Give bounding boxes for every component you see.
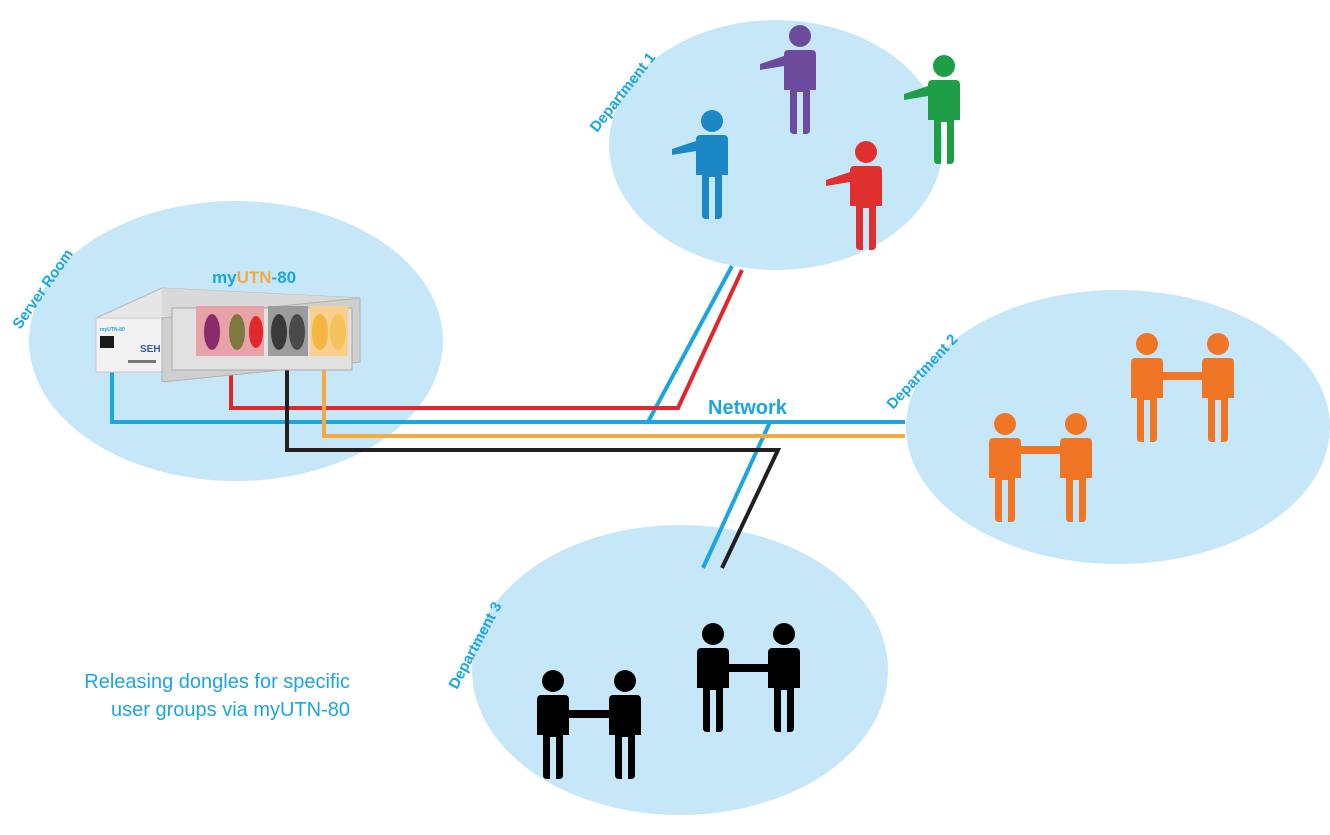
red-cable bbox=[229, 269, 744, 410]
device-small-label: myUTN-80 bbox=[100, 327, 125, 333]
department-1-people bbox=[672, 25, 960, 250]
department-2-people bbox=[989, 333, 1234, 522]
blue-cable-dept1 bbox=[646, 265, 734, 423]
device-title-mid: UTN bbox=[237, 268, 272, 287]
department-3-zone bbox=[472, 525, 888, 815]
network-cables bbox=[110, 265, 905, 569]
dongle-yellow-1 bbox=[312, 314, 328, 350]
black-cable bbox=[285, 352, 782, 569]
person-red bbox=[826, 141, 882, 250]
blue-cable-dept3 bbox=[701, 421, 772, 569]
person-blue bbox=[672, 110, 728, 219]
caption-line-1: Releasing dongles for specific bbox=[84, 671, 350, 693]
dongle-dark-2 bbox=[289, 314, 305, 350]
person-pair-top bbox=[1131, 333, 1234, 442]
dongle-dark-1 bbox=[271, 314, 287, 350]
network-label: Network bbox=[708, 397, 788, 419]
person-pair-left bbox=[537, 670, 641, 779]
person-green bbox=[904, 55, 960, 164]
ethernet-port bbox=[100, 336, 114, 348]
myutn-80-device: myUTN-80 SEH bbox=[95, 287, 361, 383]
device-title-prefix: my bbox=[212, 268, 237, 287]
department-1-zone bbox=[609, 20, 943, 270]
dongle-olive bbox=[229, 314, 245, 350]
orange-cable bbox=[322, 360, 905, 438]
handshake bbox=[729, 664, 768, 672]
seh-logo: SEH bbox=[140, 344, 161, 355]
status-leds bbox=[128, 360, 156, 363]
department-2-zone bbox=[906, 290, 1330, 564]
diagram-caption: Releasing dongles for specific user grou… bbox=[20, 668, 350, 724]
person-purple bbox=[760, 25, 816, 134]
person-pair-right bbox=[697, 623, 800, 732]
handshake bbox=[1021, 446, 1060, 454]
handshake bbox=[1163, 372, 1202, 380]
person-pair-bottom bbox=[989, 413, 1092, 522]
dongle-red bbox=[249, 316, 263, 348]
dongle-yellow-2 bbox=[330, 314, 346, 350]
device-title-suffix: -80 bbox=[272, 268, 297, 287]
department-3-people bbox=[537, 623, 800, 779]
handshake bbox=[569, 710, 609, 718]
caption-line-2: user groups via myUTN-80 bbox=[111, 699, 350, 721]
device-title: myUTN-80 bbox=[212, 268, 296, 287]
dongle-purple bbox=[204, 314, 220, 350]
